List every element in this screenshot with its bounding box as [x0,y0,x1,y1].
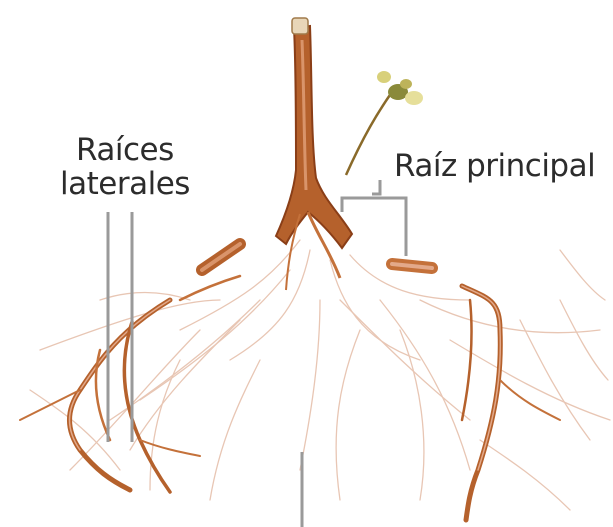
left-lateral-roots [20,276,240,492]
leader-lines [108,180,406,527]
main-stem [276,18,352,290]
lateral-roots-label-line2: laterales [60,168,190,201]
root-fragments [202,244,432,270]
main-root-label: Raíz principal [394,150,595,183]
right-lateral-root [462,286,560,520]
root-hairs [30,240,610,510]
lateral-roots-label-line1: Raíces [76,134,174,167]
